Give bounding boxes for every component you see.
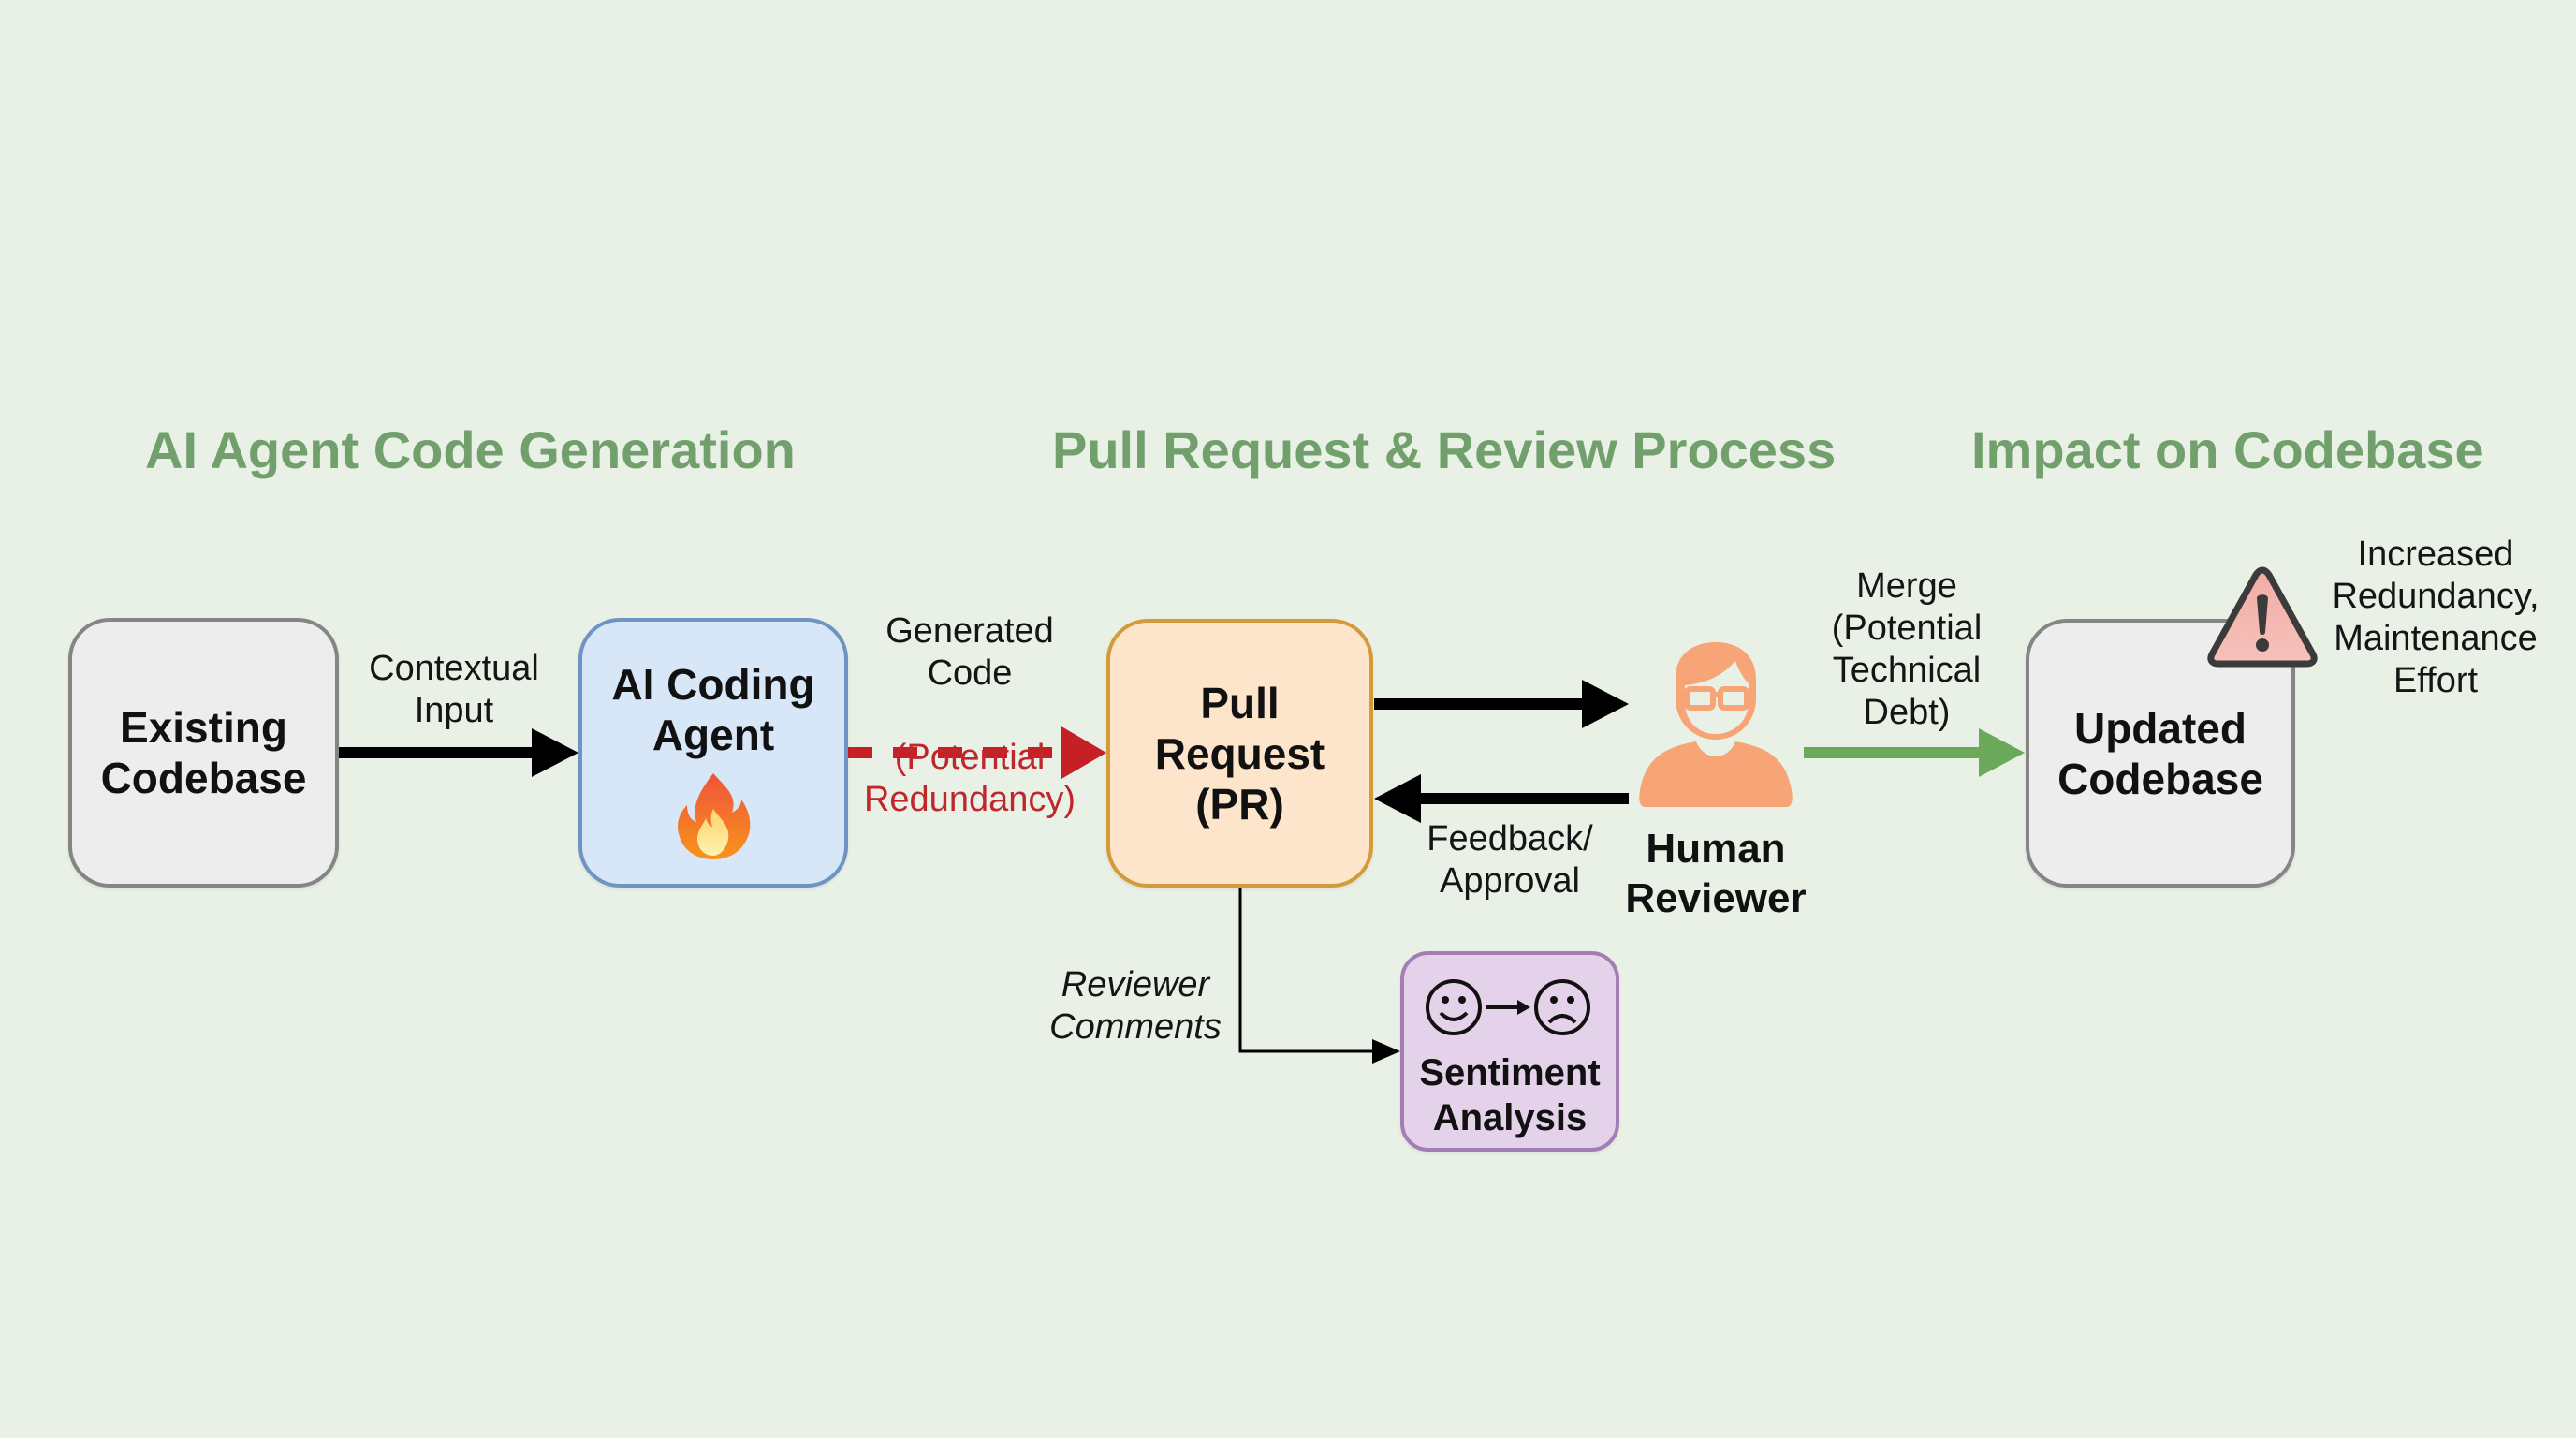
arrow-reviewer-comments bbox=[1238, 888, 1400, 1064]
node-updated-codebase-label: Updated Codebase bbox=[2057, 703, 2263, 803]
edge-label-contextual-input: Contextual Input bbox=[369, 649, 539, 730]
warning-icon bbox=[2207, 566, 2318, 668]
arrow-generated-code bbox=[848, 726, 1106, 779]
fire-icon bbox=[677, 773, 751, 859]
arrow-right-icon bbox=[1486, 1000, 1530, 1015]
edge-label-generated-code-text: Generated Code bbox=[886, 611, 1054, 693]
node-ai-coding-agent-label: AI Coding Agent bbox=[611, 660, 815, 759]
edge-label-potential-redundancy: (Potential Redundancy) bbox=[863, 738, 1076, 819]
node-ai-coding-agent[interactable]: AI Coding Agent bbox=[578, 618, 848, 888]
human-reviewer-label: Human Reviewer bbox=[1625, 826, 1807, 921]
person-with-glasses-icon[interactable] bbox=[1638, 640, 1793, 814]
arrow-merge bbox=[1804, 728, 2025, 777]
happy-to-sad-face-icon bbox=[1426, 979, 1590, 1035]
node-sentiment-analysis-label: Sentiment Analysis bbox=[1419, 1052, 1601, 1138]
section-title-pr-review: Pull Request & Review Process bbox=[1052, 420, 1837, 479]
section-title-ai-generation: AI Agent Code Generation bbox=[145, 420, 796, 479]
section-title-impact: Impact on Codebase bbox=[1971, 420, 2484, 479]
node-existing-codebase[interactable]: Existing Codebase bbox=[68, 618, 339, 888]
happy-face-icon bbox=[1426, 979, 1482, 1035]
sad-face-icon bbox=[1534, 979, 1590, 1035]
node-sentiment-analysis[interactable]: Sentiment Analysis bbox=[1400, 951, 1619, 1152]
node-existing-codebase-label: Existing Codebase bbox=[100, 703, 307, 802]
edge-label-generated-code: Generated Code (Potential Redundancy) bbox=[864, 568, 1076, 863]
edge-label-feedback-approval: Feedback/ Approval bbox=[1427, 819, 1593, 901]
arrow-pr-to-reviewer bbox=[1374, 680, 1629, 728]
node-pull-request-label: Pull Request (PR) bbox=[1154, 678, 1325, 829]
arrow-contextual-input bbox=[339, 728, 578, 777]
edge-label-merge: Merge (Potential Technical Debt) bbox=[1831, 566, 1983, 732]
edge-label-reviewer-comments: Reviewer Comments bbox=[1049, 965, 1222, 1047]
arrow-feedback-approval bbox=[1374, 774, 1629, 823]
node-pull-request[interactable]: Pull Request (PR) bbox=[1106, 619, 1373, 888]
annotation-impact-note: Increased Redundancy, Maintenance Effort bbox=[2332, 535, 2539, 700]
node-updated-codebase[interactable]: Updated Codebase bbox=[2026, 619, 2295, 888]
